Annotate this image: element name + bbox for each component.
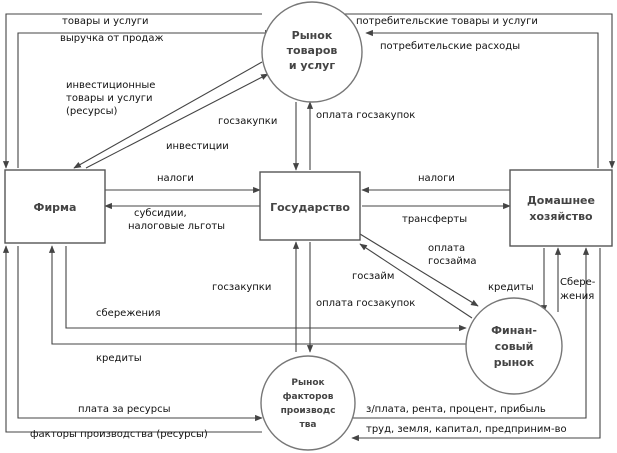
label-goods-services: товары и услуги (62, 16, 149, 27)
label-consumer-spending: потребительские расходы (380, 41, 520, 52)
label-savings-household-2: жения (560, 291, 594, 302)
flow-sales-revenue (17, 29, 273, 168)
financial-market-line-2: совый (495, 340, 534, 353)
flow-payment-resources (17, 246, 263, 422)
label-investments: инвестиции (166, 141, 229, 152)
goods-market-node: Рынок товаров и услуг (261, 1, 363, 103)
label-payment-gov-bottom: оплата госзакупок (316, 298, 415, 309)
financial-market-node: Финан- совый рынок (465, 297, 563, 395)
label-loan-repayment-1: оплата (428, 243, 465, 254)
label-payment-gov-top: оплата госзакупок (316, 110, 415, 121)
factor-market-node: Рынок факторов производс тва (260, 355, 356, 451)
household-line-2: хозяйство (529, 210, 593, 223)
label-payment-resources: плата за ресурсы (78, 404, 170, 415)
government-label: Государство (270, 201, 350, 214)
financial-market-line-3: рынок (494, 356, 535, 369)
label-consumer-goods: потребительские товары и услуги (356, 16, 538, 27)
label-investment-goods-2: товары и услуги (66, 93, 153, 104)
flow-credits-firm (48, 245, 466, 345)
label-subsidies-2: налоговые льготы (128, 221, 225, 232)
label-credits-firm: кредиты (96, 353, 142, 364)
label-investment-goods-1: инвестиционные (66, 80, 155, 91)
government-node: Государство (259, 171, 361, 241)
label-savings-firm: сбережения (96, 308, 161, 319)
goods-market-line-1: Рынок (292, 29, 333, 42)
label-taxes-household: налоги (418, 173, 455, 184)
flow-investment-goods (73, 61, 263, 169)
goods-market-line-3: и услуг (289, 59, 335, 72)
factor-market-line-3: производс (281, 406, 336, 416)
label-credits-fin: кредиты (488, 282, 534, 293)
label-transfers: трансферты (402, 214, 467, 225)
flow-loan-repayment (359, 233, 479, 307)
financial-market-line-1: Финан- (491, 324, 537, 337)
label-labor-land: труд, земля, капитал, предприним-во (366, 424, 567, 435)
flow-labor-land (351, 248, 601, 442)
label-gov-purchases-top: госзакупки (218, 116, 277, 127)
flow-investments (85, 73, 269, 169)
factor-market-line-4: тва (300, 420, 317, 430)
firm-node: Фирма (4, 169, 106, 244)
label-gov-loan: госзайм (352, 271, 394, 282)
household-node: Домашнее хозяйство (509, 169, 613, 247)
flow-goods-services (2, 13, 262, 169)
firm-label: Фирма (34, 201, 77, 214)
flow-gov-loan (359, 243, 473, 319)
goods-market-line-2: товаров (287, 44, 338, 57)
label-income: з/плата, рента, процент, прибыль (366, 404, 546, 415)
label-factors-production: факторы производства (ресурсы) (30, 429, 208, 440)
label-taxes-firm: налоги (157, 173, 194, 184)
label-loan-repayment-2: госзайма (428, 256, 477, 267)
flow-savings-firm (65, 246, 467, 332)
household-line-1: Домашнее (527, 194, 595, 207)
flow-factors-production (2, 245, 262, 433)
factor-market-line-2: факторов (283, 392, 334, 402)
label-investment-goods-3: (ресурсы) (66, 106, 118, 117)
label-subsidies-1: субсидии, (134, 208, 187, 219)
label-sales-revenue: выручка от продаж (60, 33, 164, 44)
flow-income (352, 247, 590, 419)
flow-consumer-spending (365, 29, 599, 168)
flow-consumer-goods (345, 13, 616, 169)
factor-market-line-1: Рынок (291, 378, 324, 388)
label-savings-household-1: Сбере- (560, 277, 596, 288)
label-gov-purchases-bottom: госзакупки (212, 282, 271, 293)
